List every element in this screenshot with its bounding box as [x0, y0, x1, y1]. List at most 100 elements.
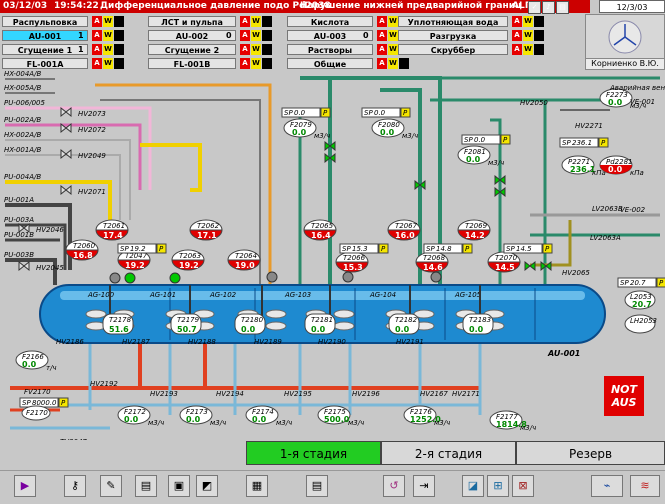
valve-icon[interactable] — [60, 122, 72, 134]
stage-tab-1[interactable]: 1-я стадия — [246, 441, 381, 465]
trend-icon[interactable]: ▣ — [168, 475, 190, 497]
level-indicator[interactable]: LH2053 — [624, 314, 657, 334]
valve-icon[interactable] — [324, 152, 336, 164]
valve-icon[interactable] — [430, 271, 442, 283]
play-icon[interactable]: ▶ — [14, 475, 36, 497]
export-icon[interactable]: ⇥ — [413, 475, 435, 497]
print-icon[interactable]: ▤ — [556, 1, 569, 14]
signal-icon[interactable]: ≋ — [630, 475, 660, 497]
screen-icon[interactable]: ▦ — [246, 475, 268, 497]
open-folder-icon[interactable]: ✎ — [100, 475, 122, 497]
valve-icon[interactable] — [342, 271, 354, 283]
alarm-ack-button[interactable]: ✓ — [528, 1, 541, 14]
close-view-icon[interactable]: ⊠ — [512, 475, 534, 497]
temp-tag: T2067 — [395, 222, 418, 230]
alarm-bar[interactable]: 03/12/03 19:54:22 Дифференциальное давле… — [0, 0, 590, 14]
valve-icon[interactable] — [494, 174, 506, 186]
valve-icon[interactable] — [124, 272, 136, 284]
warning-indicator: W — [103, 30, 113, 41]
chart-icon[interactable]: ◩ — [196, 475, 218, 497]
key-icon[interactable]: ⚷ — [64, 475, 86, 497]
valve-icon[interactable] — [18, 222, 30, 234]
print-icon[interactable]: ▤ — [135, 475, 157, 497]
stage-tab-3[interactable]: Резерв — [516, 441, 665, 465]
valve-icon[interactable] — [524, 260, 536, 272]
emergency-stop-button[interactable]: NOT AUS — [604, 376, 644, 416]
valve-icon[interactable] — [60, 148, 72, 160]
valve-icon[interactable] — [60, 184, 72, 196]
valve-icon[interactable] — [540, 260, 552, 272]
valve-icon[interactable] — [266, 271, 278, 283]
valve-icon[interactable] — [18, 260, 30, 272]
tray-icon[interactable]: ⌁ — [591, 475, 623, 497]
stage-tab-2[interactable]: 2-я стадия — [381, 441, 516, 465]
valve-icon[interactable] — [414, 179, 426, 191]
undo-icon[interactable]: ↺ — [383, 475, 405, 497]
valve-icon[interactable] — [109, 272, 121, 284]
valve-icon[interactable] — [60, 106, 72, 118]
grid-icon[interactable]: ⊞ — [487, 475, 509, 497]
flow-indicator[interactable]: F2170 — [21, 405, 51, 421]
layout-icon[interactable]: ◪ — [462, 475, 484, 497]
valve-icon[interactable] — [494, 186, 506, 198]
valve-icon[interactable] — [169, 272, 181, 284]
setpoint-value: 0.0 — [474, 136, 486, 144]
window-icon[interactable]: ▤ — [306, 475, 328, 497]
valve-icon[interactable] — [324, 140, 336, 152]
alarm-sound-button[interactable]: ♪ — [542, 1, 555, 14]
